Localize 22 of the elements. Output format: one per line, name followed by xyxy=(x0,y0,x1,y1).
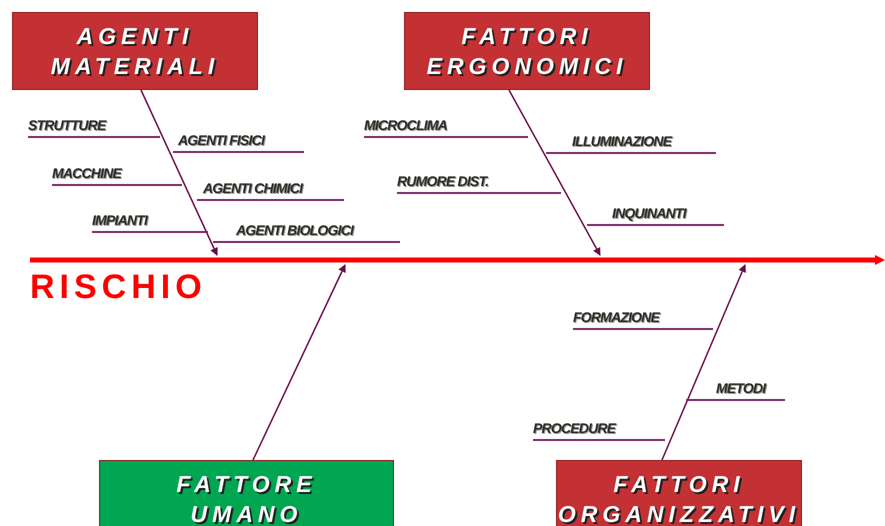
category-box: FATTORE UMANO xyxy=(99,460,394,526)
cause-label: INQUINANTI xyxy=(587,205,724,226)
cause-label: IMPIANTI xyxy=(92,212,208,233)
arrow xyxy=(252,264,346,460)
effect-label: RISCHIO xyxy=(30,268,207,307)
category-box: FATTORI ORGANIZZATIVI xyxy=(556,460,802,526)
category-box: AGENTI MATERIALI xyxy=(12,12,258,90)
cause-label: MICROCLIMA xyxy=(364,117,528,138)
arrow xyxy=(508,90,601,256)
cause-label: ILLUMINAZIONE xyxy=(546,133,716,154)
cause-label: FORMAZIONE xyxy=(573,309,713,330)
arrow xyxy=(661,264,746,460)
cause-label: METODI xyxy=(686,380,785,401)
cause-label: AGENTI BIOLOGICI xyxy=(213,222,400,243)
arrow xyxy=(140,90,218,256)
cause-label: PROCEDURE xyxy=(533,420,665,441)
cause-label: STRUTTURE xyxy=(28,117,160,138)
cause-label: RUMORE DIST. xyxy=(397,173,561,194)
category-box: FATTORI ERGONOMICI xyxy=(404,12,650,90)
cause-label: MACCHINE xyxy=(52,165,182,186)
cause-label: AGENTI CHIMICI xyxy=(197,180,344,201)
cause-label: AGENTI FISICI xyxy=(173,132,304,153)
